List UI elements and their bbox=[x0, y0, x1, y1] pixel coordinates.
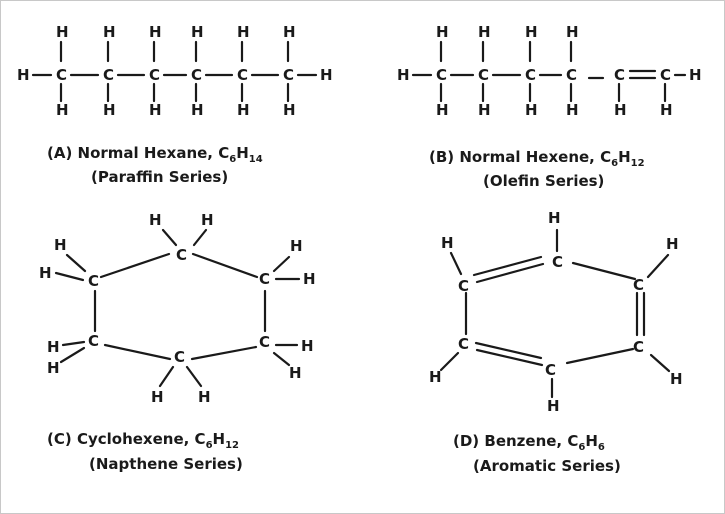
cyclo-h-lr-1: H bbox=[301, 337, 314, 355]
hexane-h-top-3: H bbox=[149, 23, 162, 41]
cyclohexene-series: (Napthene Series) bbox=[89, 455, 243, 473]
hexene-series: (Olefin Series) bbox=[483, 172, 604, 190]
hexene-caption: (B) Normal Hexene, C6H12 bbox=[429, 148, 645, 169]
cyclo-h-ul-2: H bbox=[39, 264, 52, 282]
hexene-c5: C bbox=[614, 66, 625, 84]
cyclo-c-top: C bbox=[176, 246, 187, 264]
hexane-h-top-1: H bbox=[56, 23, 69, 41]
cyclo-c-lower-left: C bbox=[88, 332, 99, 350]
cyclo-h-ul-1: H bbox=[54, 236, 67, 254]
hexene-h-top-1: H bbox=[436, 23, 449, 41]
hexene-structure: H C C C C C C H H H H H H H H H H H bbox=[397, 23, 702, 119]
benzene-series: (Aromatic Series) bbox=[473, 457, 621, 475]
hexene-h-top-4: H bbox=[566, 23, 579, 41]
hexene-c4: C bbox=[566, 66, 577, 84]
hexane-h-top-4: H bbox=[191, 23, 204, 41]
hexane-h-left: H bbox=[17, 66, 30, 84]
cyclo-h-ur-1: H bbox=[290, 237, 303, 255]
hexane-h-bot-4: H bbox=[191, 101, 204, 119]
cyclo-c-lower-right: C bbox=[259, 333, 270, 351]
hexane-c5: C bbox=[237, 66, 248, 84]
hexene-c2: C bbox=[478, 66, 489, 84]
cyclo-h-top-left: H bbox=[149, 211, 162, 229]
cyclo-h-ll-1: H bbox=[47, 338, 60, 356]
benzene-caption: (D) Benzene, C6H6 bbox=[453, 432, 605, 453]
hexane-c2: C bbox=[103, 66, 114, 84]
hexane-caption: (A) Normal Hexane, C6H14 bbox=[47, 144, 263, 165]
hexene-h-top-3: H bbox=[525, 23, 538, 41]
cyclo-h-bot-right: H bbox=[198, 388, 211, 406]
benzene-c3: C bbox=[633, 276, 644, 294]
hexene-h-bot-5: H bbox=[614, 101, 627, 119]
hexane-h-top-2: H bbox=[103, 23, 116, 41]
hexene-c3: C bbox=[525, 66, 536, 84]
hexane-c3: C bbox=[149, 66, 160, 84]
hexene-h-right: H bbox=[689, 66, 702, 84]
hexene-h-bot-2: H bbox=[478, 101, 491, 119]
hexane-h-bot-6: H bbox=[283, 101, 296, 119]
cyclo-h-lr-2: H bbox=[289, 364, 302, 382]
hexane-h-right: H bbox=[320, 66, 333, 84]
hexene-c1: C bbox=[436, 66, 447, 84]
benzene-h4: H bbox=[670, 370, 683, 388]
hexene-h-bot-1: H bbox=[436, 101, 449, 119]
cyclohexene-caption: (C) Cyclohexene, C6H12 bbox=[47, 430, 239, 451]
hexene-h-bot-3: H bbox=[525, 101, 538, 119]
benzene-c1: C bbox=[458, 277, 469, 295]
hexane-series: (Paraffin Series) bbox=[91, 168, 228, 186]
benzene-c5: C bbox=[545, 361, 556, 379]
hexene-h-bot-6: H bbox=[660, 101, 673, 119]
cyclo-c-upper-right: C bbox=[259, 270, 270, 288]
benzene-h5: H bbox=[547, 397, 560, 415]
hexane-h-top-6: H bbox=[283, 23, 296, 41]
cyclo-h-top-right: H bbox=[201, 211, 214, 229]
cyclo-h-bot-left: H bbox=[151, 388, 164, 406]
hexene-h-top-2: H bbox=[478, 23, 491, 41]
hexene-h-bot-4: H bbox=[566, 101, 579, 119]
benzene-c4: C bbox=[633, 338, 644, 356]
cyclohexene-structure: C C C C C C H H H H H H H H H H H H bbox=[39, 211, 316, 406]
hexane-h-top-5: H bbox=[237, 23, 250, 41]
hexene-h-left: H bbox=[397, 66, 410, 84]
hexane-h-bot-2: H bbox=[103, 101, 116, 119]
benzene-structure: C C C C C C H H H H H H bbox=[429, 209, 683, 415]
benzene-h1: H bbox=[441, 234, 454, 252]
hexane-c4: C bbox=[191, 66, 202, 84]
hexane-structure: H C C C C C C H H H H H H H H H H H H H bbox=[17, 23, 333, 119]
cyclo-h-ll-2: H bbox=[47, 359, 60, 377]
cyclo-c-bottom: C bbox=[174, 348, 185, 366]
benzene-c6: C bbox=[458, 335, 469, 353]
hexene-c6: C bbox=[660, 66, 671, 84]
hexane-c1: C bbox=[56, 66, 67, 84]
benzene-c2: C bbox=[552, 253, 563, 271]
cyclo-h-ur-2: H bbox=[303, 270, 316, 288]
hexane-h-bot-3: H bbox=[149, 101, 162, 119]
hexane-c6: C bbox=[283, 66, 294, 84]
hexane-h-bot-1: H bbox=[56, 101, 69, 119]
benzene-h2: H bbox=[548, 209, 561, 227]
hexane-h-bot-5: H bbox=[237, 101, 250, 119]
cyclo-c-upper-left: C bbox=[88, 272, 99, 290]
benzene-h6: H bbox=[429, 368, 442, 386]
benzene-h3: H bbox=[666, 235, 679, 253]
